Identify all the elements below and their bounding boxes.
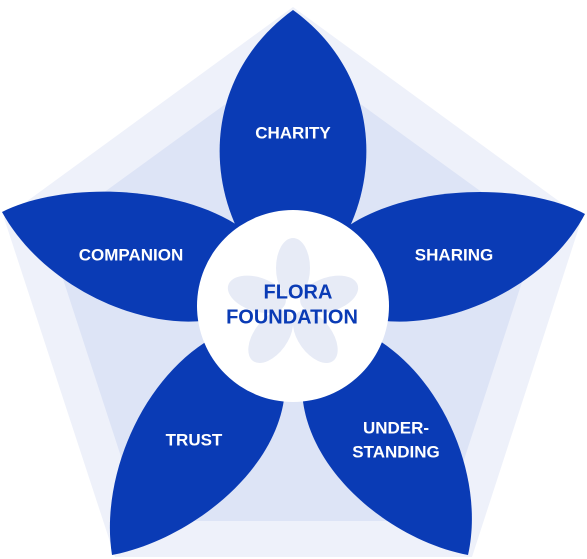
center-title-line1: FLORA bbox=[264, 281, 333, 303]
flower-icon bbox=[227, 238, 359, 363]
petal-charity bbox=[219, 10, 367, 252]
petal-sharing bbox=[340, 192, 585, 322]
petal-label-understanding-2: STANDING bbox=[352, 442, 440, 461]
center-circle bbox=[197, 210, 389, 402]
petal-trust bbox=[109, 338, 285, 555]
petal-label-sharing: SHARING bbox=[415, 245, 493, 264]
petal-understanding bbox=[302, 338, 472, 555]
petal-label-companion: COMPANION bbox=[79, 245, 184, 264]
petal-label-understanding-1: UNDER- bbox=[363, 418, 429, 437]
petal-label-charity: CHARITY bbox=[255, 123, 331, 142]
petal-companion bbox=[2, 191, 247, 322]
petal-group bbox=[2, 10, 585, 555]
center-title-line2: FOUNDATION bbox=[226, 306, 358, 328]
petal-label-trust: TRUST bbox=[166, 430, 223, 449]
